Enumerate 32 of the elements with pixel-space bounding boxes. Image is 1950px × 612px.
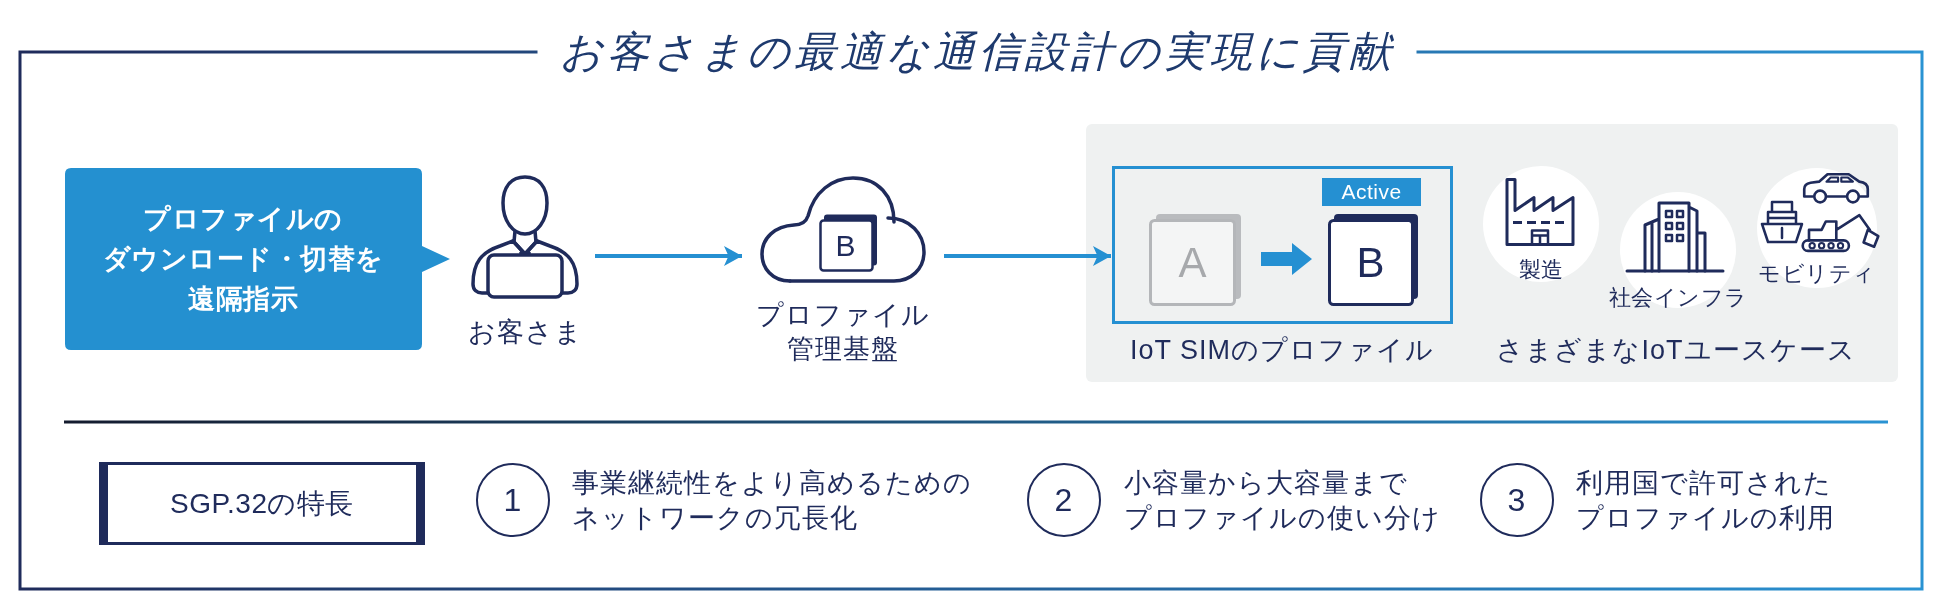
number-circle bbox=[1027, 463, 1101, 537]
profile-card bbox=[819, 214, 877, 272]
background-panel bbox=[1086, 124, 1898, 382]
diagram-title: お客さまの最適な通信設計の実現に貢献 bbox=[559, 27, 1395, 77]
node-label: プロファイル管理基盤 bbox=[756, 299, 930, 366]
step-number: 3 bbox=[1507, 481, 1526, 518]
number-circle bbox=[1480, 463, 1554, 537]
block-arrow bbox=[1261, 243, 1312, 275]
number-circle bbox=[476, 463, 550, 537]
arrow bbox=[595, 247, 742, 265]
use-case-label: 社会インフラ bbox=[1608, 284, 1748, 312]
feature-heading: SGP.32の特長 bbox=[170, 486, 354, 521]
node-label: お客さま bbox=[467, 316, 583, 349]
use-case-label: モビリティ bbox=[1758, 260, 1876, 288]
card-letter: A bbox=[1178, 240, 1207, 286]
callout-bubble bbox=[65, 168, 450, 350]
feature-text: 利用国で許可されたプロファイルの利用 bbox=[1576, 467, 1835, 535]
status-tag: Active bbox=[1322, 178, 1421, 206]
step-number: 1 bbox=[503, 481, 522, 518]
use-case-label: 製造 bbox=[1518, 256, 1564, 284]
card-letter: B bbox=[1356, 240, 1385, 286]
step-number: 2 bbox=[1054, 481, 1073, 518]
profile-card bbox=[1328, 213, 1418, 306]
profile-card bbox=[1149, 213, 1241, 306]
feature-text: 事業継続性をより高めるためのネットワークの冗長化 bbox=[572, 467, 972, 535]
heading-frame bbox=[99, 462, 425, 545]
arrow bbox=[944, 247, 1111, 265]
node-label: IoT SIMのプロファイル bbox=[1130, 334, 1434, 367]
caption-text: さまざまなIoTユースケース bbox=[1496, 334, 1856, 367]
card-letter: B bbox=[835, 229, 856, 263]
feature-text: 小容量から大容量までプロファイルの使い分け bbox=[1124, 467, 1441, 535]
callout-text: プロファイルのダウンロード・切替を遠隔指示 bbox=[102, 203, 384, 316]
